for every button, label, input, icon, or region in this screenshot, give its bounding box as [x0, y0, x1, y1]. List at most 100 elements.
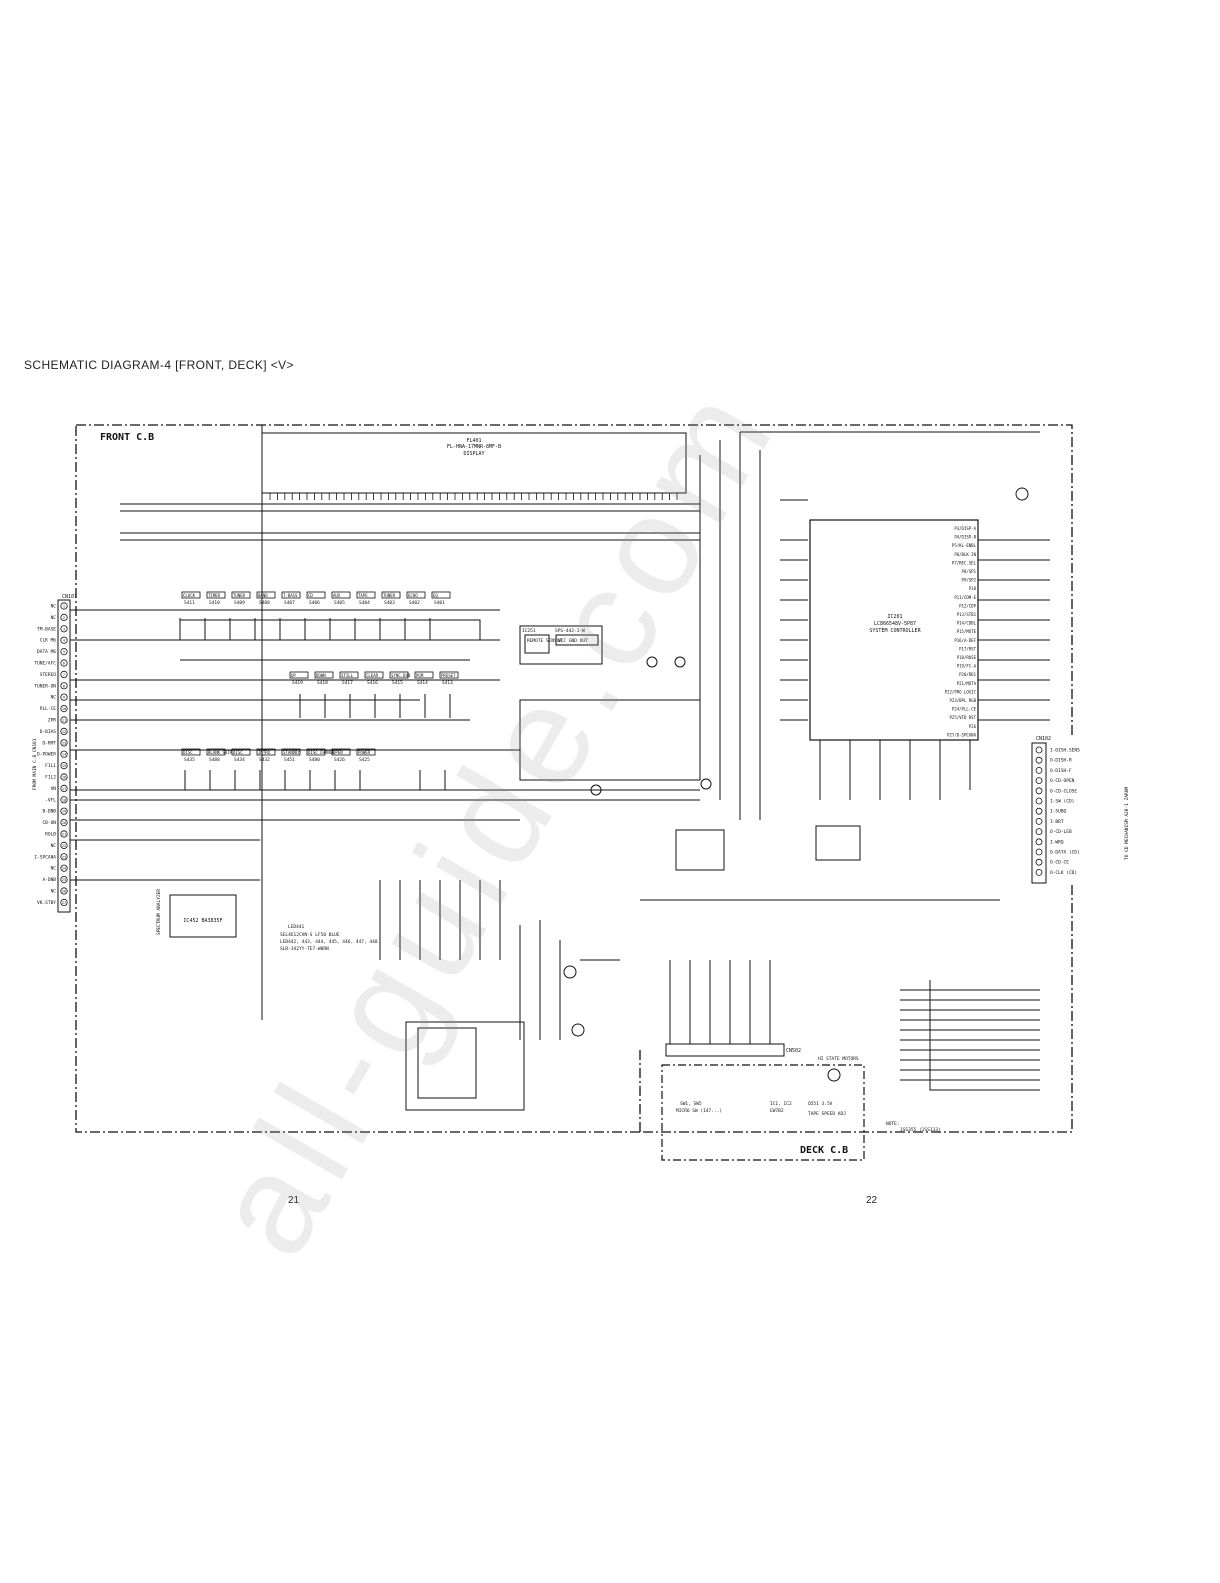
cn102-pin [1035, 777, 1043, 784]
cn101-pin-label: CLK M6 [40, 638, 57, 644]
switch-label-box [306, 748, 326, 756]
cn102-pin [1035, 756, 1043, 764]
switch-ref: S404 [359, 600, 370, 606]
cn101-pin [60, 818, 68, 827]
cn102-pin [1035, 858, 1043, 866]
cn101-pin-number: 20 [62, 821, 66, 825]
switch-label: DISC [183, 750, 193, 755]
ic452-part: BA3835F [202, 918, 223, 924]
switch-ref: S451 [284, 757, 295, 763]
cn102-side-label: TO CD MECHANISM A20-1 ZAROM [1124, 787, 1130, 860]
cn101-pin-label: NC [51, 615, 57, 621]
ic201-pin-label: P14/CDBL [957, 621, 977, 626]
switch-label-box [181, 591, 201, 599]
cn102-pin-label: I-DISH.SENS [1050, 748, 1080, 754]
cn102-pin-label: I-SUBQ [1050, 809, 1067, 815]
remote-sensor-pins: VCC GND OUT [558, 638, 588, 644]
switch-label: ECHO [408, 593, 418, 598]
display-ref: FL401 [466, 438, 481, 444]
cn101-pin-label: NC [51, 843, 57, 849]
ic201-ref: IC201 [887, 614, 902, 620]
page-number-right: 22 [866, 1195, 878, 1206]
switch-label-box [364, 671, 384, 679]
switch-label-box [331, 748, 351, 756]
cn101-pin-label: D-BIAS [40, 729, 57, 735]
display-label: DISPLAY [463, 451, 484, 457]
switch-label-box [206, 748, 226, 756]
cn101-pin-label: TUNE/AFC [34, 661, 56, 667]
switch-label-box [414, 671, 434, 679]
ic201-pin-label: P5/KL-ENBL [952, 543, 977, 548]
switch-label: TUNER [233, 593, 246, 598]
cn101-pin [60, 830, 68, 838]
ic201-pin-label: P16/A-DEF [954, 638, 976, 643]
switch-label-box [389, 671, 409, 679]
ic201-pin-label: P9/SP2 [962, 578, 977, 583]
cn101-pin [60, 682, 68, 690]
cn102-pin [1035, 818, 1043, 825]
cn101-pin-label: NC [51, 889, 57, 895]
cn102-pin-label: I-SW (CD) [1050, 799, 1074, 805]
ic201-pin-label: P3/DISP-A [954, 526, 976, 531]
cn101-pin-number: 10 [62, 707, 66, 711]
switch-label-box [406, 591, 426, 599]
switch-label: DISC [233, 750, 243, 755]
switch-label: CD [308, 593, 313, 598]
switch-label-box [281, 748, 301, 756]
cn102-pin [1035, 807, 1043, 815]
cn101-pin-number: 22 [62, 844, 66, 848]
switch-ref: S414 [417, 680, 428, 686]
cn101-pin-label: FIL2 [45, 775, 56, 781]
cn101-pin [60, 784, 68, 793]
switch-label-box [281, 591, 301, 599]
cn101-pin [60, 853, 68, 861]
led-desc: SEL4E12CVN-S LF50 BLUE [280, 932, 340, 938]
switch-label: CLEAR [366, 673, 379, 678]
switch-label: DOWN [316, 673, 326, 678]
ic251-part: SPS-442-1-W [555, 628, 585, 634]
switch-ref: S416 [367, 680, 378, 686]
cn102-pin-label: O-CD-CLOSE [1050, 788, 1077, 794]
switch-ref: S417 [342, 680, 353, 686]
ic201-pin-label: P11/CDM-E [954, 595, 976, 600]
cn101-pin-number: 17 [62, 787, 66, 791]
switch-label-box [314, 671, 334, 679]
cn101-pin [60, 841, 68, 850]
ic201-pin-label: P8/SP1 [962, 569, 977, 574]
cn101-pin [60, 807, 68, 815]
cn102-pin [1035, 787, 1043, 795]
cn101-pin-label: B-DNB [42, 809, 56, 815]
cn101-pin-label: -VFL [45, 797, 56, 803]
ic201-pin-label: P24/PLL-CE [952, 707, 977, 712]
ic201-pin-label: P22/PRG LOGIC [945, 689, 977, 694]
cn101-pin-label: A-DNB [42, 877, 56, 883]
deck-tape-label: TAPE SPEED ADJ [808, 1111, 846, 1117]
cn102-pin-label: O-DISH-R [1050, 758, 1072, 764]
cn101-pin-label: TM-BASE [37, 626, 56, 632]
ic201-pin-label: P21/MUTA [957, 681, 977, 686]
ic452-function: SPECTRUM ANALYZER [156, 889, 162, 935]
switch-ref: S409 [234, 600, 245, 606]
cn102-pin [1035, 746, 1043, 754]
cn101-pin-label: D-RMT [42, 740, 56, 746]
switch-label: EQ [433, 593, 438, 598]
deck-ic-part: EW7B2 [770, 1108, 784, 1114]
ic201-pin-label: P25/VFD RST [950, 715, 977, 720]
switch-ref: S408 [259, 600, 270, 606]
cn101-pin [60, 693, 68, 701]
switch-ref: S402 [409, 600, 420, 606]
ic201-label: SYSTEM CONTROLLER [869, 628, 921, 634]
switch-ref: S480 [309, 757, 320, 763]
cn101-pin-number: 18 [62, 798, 66, 802]
switch-label: T-BASS [283, 593, 298, 598]
switch-label-box [231, 748, 251, 756]
display-part: FL-HNA-17MNR-8MF-B [447, 444, 501, 450]
switch-ref: S403 [384, 600, 395, 606]
cn101-pin-number: 4 [63, 639, 65, 643]
cn102-pin-label: O-CD-CE [1050, 860, 1069, 866]
switch-ref: S488 [209, 757, 220, 763]
switch-ref: S410 [209, 600, 220, 606]
cn101-pin-number: 9 [63, 696, 65, 700]
ic201-pin-label: P6/BLK-IN [954, 552, 976, 557]
